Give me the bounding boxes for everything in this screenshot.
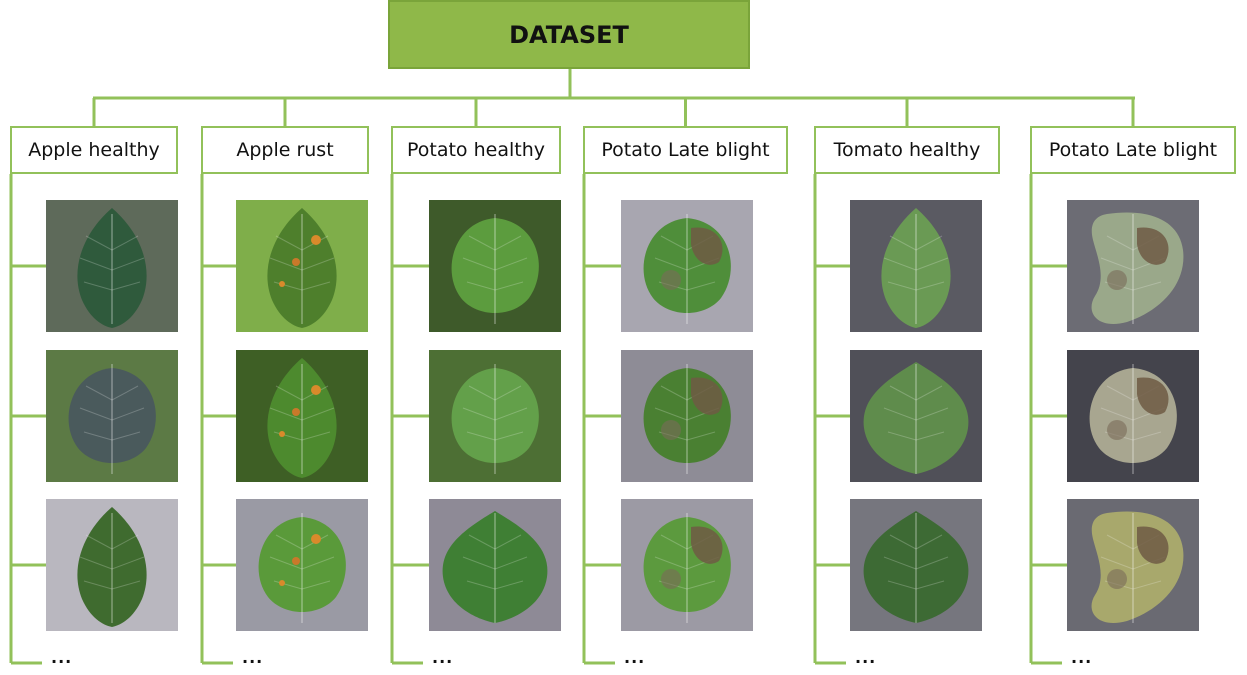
category-label: Apple rust [236, 139, 333, 161]
category-label: Apple healthy [28, 139, 160, 161]
category-label: Potato Late blight [601, 139, 769, 161]
leaf-image [850, 499, 982, 631]
category-box: Apple healthy [10, 126, 178, 174]
more-items-ellipsis: ... [51, 648, 72, 667]
more-items-ellipsis: ... [242, 648, 263, 667]
category-box: Potato healthy [391, 126, 561, 174]
dataset-root: DATASET [388, 0, 750, 69]
category-label: Tomato healthy [834, 139, 981, 161]
leaf-image [46, 350, 178, 482]
leaf-image [236, 350, 368, 482]
leaf-image [621, 350, 753, 482]
more-items-ellipsis: ... [855, 648, 876, 667]
leaf-image [429, 350, 561, 482]
more-items-ellipsis: ... [624, 648, 645, 667]
leaf-image [621, 499, 753, 631]
leaf-image [236, 200, 368, 332]
leaf-image [850, 200, 982, 332]
leaf-image [850, 350, 982, 482]
leaf-image [1067, 200, 1199, 332]
category-box: Tomato healthy [814, 126, 1000, 174]
leaf-image [1067, 350, 1199, 482]
category-label: Potato healthy [407, 139, 545, 161]
leaf-image [1067, 499, 1199, 631]
leaf-image [236, 499, 368, 631]
more-items-ellipsis: ... [1071, 648, 1092, 667]
category-box: Potato Late blight [583, 126, 788, 174]
category-box: Potato Late blight [1030, 126, 1236, 174]
leaf-image [621, 200, 753, 332]
leaf-image [46, 200, 178, 332]
leaf-image [429, 499, 561, 631]
leaf-image [429, 200, 561, 332]
category-label: Potato Late blight [1049, 139, 1217, 161]
more-items-ellipsis: ... [432, 648, 453, 667]
dataset-root-label: DATASET [509, 21, 629, 49]
category-box: Apple rust [201, 126, 369, 174]
leaf-image [46, 499, 178, 631]
